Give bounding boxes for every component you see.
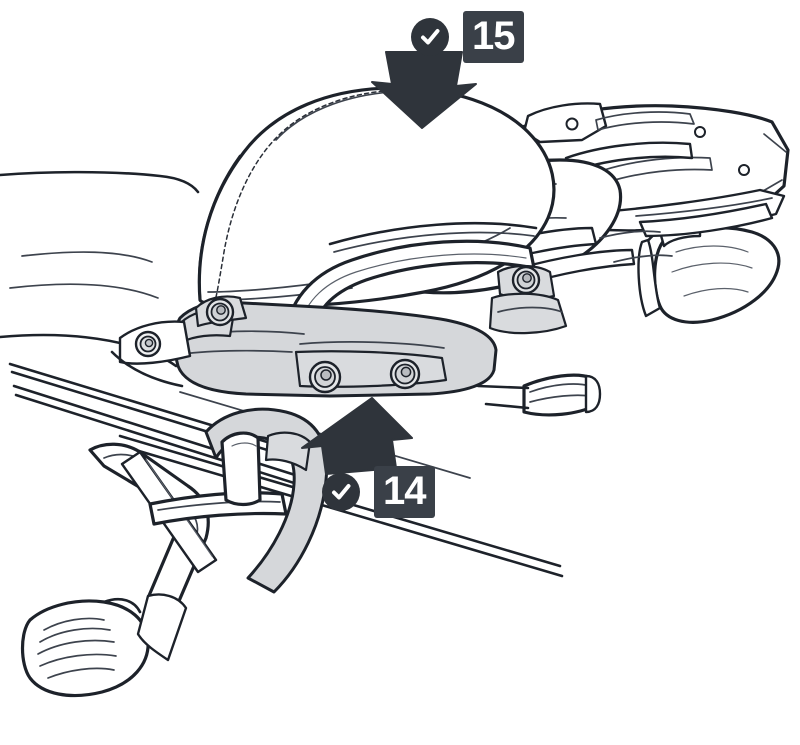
mounting-bracket (173, 264, 568, 398)
arrow-up-icon (301, 397, 413, 475)
arrow-down-icon (371, 51, 477, 129)
bolt-head (389, 358, 421, 390)
bolt-head (511, 265, 541, 295)
step-number-badge: 14 (374, 466, 435, 518)
side-panel (0, 170, 200, 368)
lower-left-mount (110, 320, 192, 388)
check-circle-icon (322, 473, 360, 511)
check-circle-icon (411, 18, 449, 56)
bolt-head (205, 297, 235, 327)
step-number-badge: 15 (463, 11, 524, 63)
bolt-head (308, 360, 342, 394)
passenger-footpeg (476, 373, 602, 417)
callout-14: 14 (322, 466, 435, 518)
bolt-head (134, 330, 162, 358)
callout-15: 15 (411, 11, 524, 63)
center-stand (20, 407, 329, 698)
